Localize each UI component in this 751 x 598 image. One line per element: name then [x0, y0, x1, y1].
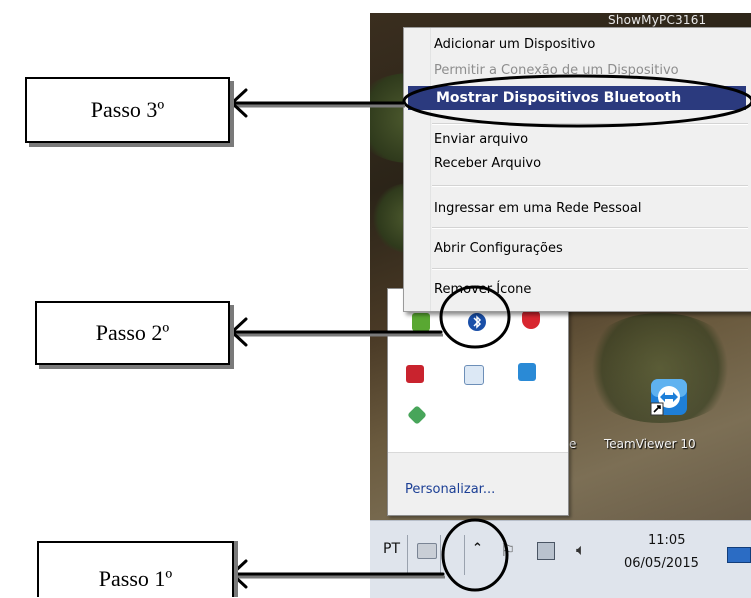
- taskbar: [370, 520, 751, 598]
- taskbar-separator: [464, 535, 465, 575]
- taskbar-separator: [440, 535, 441, 575]
- menu-item-send-file[interactable]: Enviar arquivo: [434, 132, 529, 147]
- desktop-icon-label-fragment: e: [569, 437, 577, 451]
- menu-item-join-network[interactable]: Ingressar em uma Rede Pessoal: [434, 201, 642, 216]
- menu-item-add-device[interactable]: Adicionar um Dispositivo: [434, 37, 596, 52]
- step3-label-box: Passo 3º: [25, 77, 230, 143]
- menu-item-show-bluetooth-devices[interactable]: Mostrar Dispositivos Bluetooth: [408, 86, 746, 110]
- teamviewer-tray-icon[interactable]: [518, 363, 536, 381]
- bluetooth-context-menu: Adicionar um Dispositivo Permitir a Cone…: [403, 27, 751, 312]
- personalize-link[interactable]: Personalizar...: [405, 482, 496, 497]
- menu-item-open-settings[interactable]: Abrir Configurações: [434, 241, 563, 256]
- step2-highlight-circle: [439, 285, 511, 349]
- mail-icon[interactable]: [464, 365, 484, 385]
- network-icon[interactable]: [537, 542, 555, 560]
- show-hidden-icons-icon[interactable]: ⌃: [472, 541, 483, 556]
- step2-label: Passo 2º: [95, 320, 170, 345]
- language-indicator[interactable]: PT: [383, 541, 400, 557]
- menu-gutter: [404, 28, 431, 311]
- menu-item-receive-file[interactable]: Receber Arquivo: [434, 156, 542, 171]
- keyboard-icon[interactable]: [417, 543, 437, 559]
- tray-overflow-popup: Personalizar...: [387, 288, 569, 516]
- step3-label: Passo 3º: [90, 97, 165, 122]
- volume-icon[interactable]: 🔈︎: [576, 540, 586, 559]
- step1-label-box: Passo 1º: [37, 541, 234, 597]
- menu-item-remove-icon[interactable]: Remover Ícone: [434, 282, 532, 297]
- network-warning-icon[interactable]: [412, 313, 430, 331]
- menu-separator: [432, 227, 748, 229]
- teamviewer-desktop-icon[interactable]: [649, 377, 689, 417]
- step2-label-box: Passo 2º: [35, 301, 230, 365]
- shield-icon[interactable]: [522, 311, 540, 329]
- tray-popup-footer: Personalizar...: [388, 452, 568, 515]
- clock-time[interactable]: 11:05: [648, 533, 686, 548]
- taskbar-separator: [407, 535, 408, 575]
- teamviewer-desktop-label[interactable]: TeamViewer 10: [604, 437, 696, 451]
- watermark-text: ShowMyPC3161: [608, 13, 707, 27]
- step3-highlight-ellipse: [402, 74, 751, 128]
- error-icon[interactable]: [406, 365, 424, 383]
- step1-label: Passo 1º: [98, 566, 173, 591]
- menu-item-allow-connection: Permitir a Conexão de um Dispositivo: [434, 63, 679, 78]
- clock-date[interactable]: 06/05/2015: [624, 556, 699, 571]
- bluetooth-icon[interactable]: [468, 313, 486, 331]
- menu-separator: [432, 268, 748, 270]
- step1-highlight-circle: [441, 518, 509, 592]
- menu-separator: [432, 185, 748, 187]
